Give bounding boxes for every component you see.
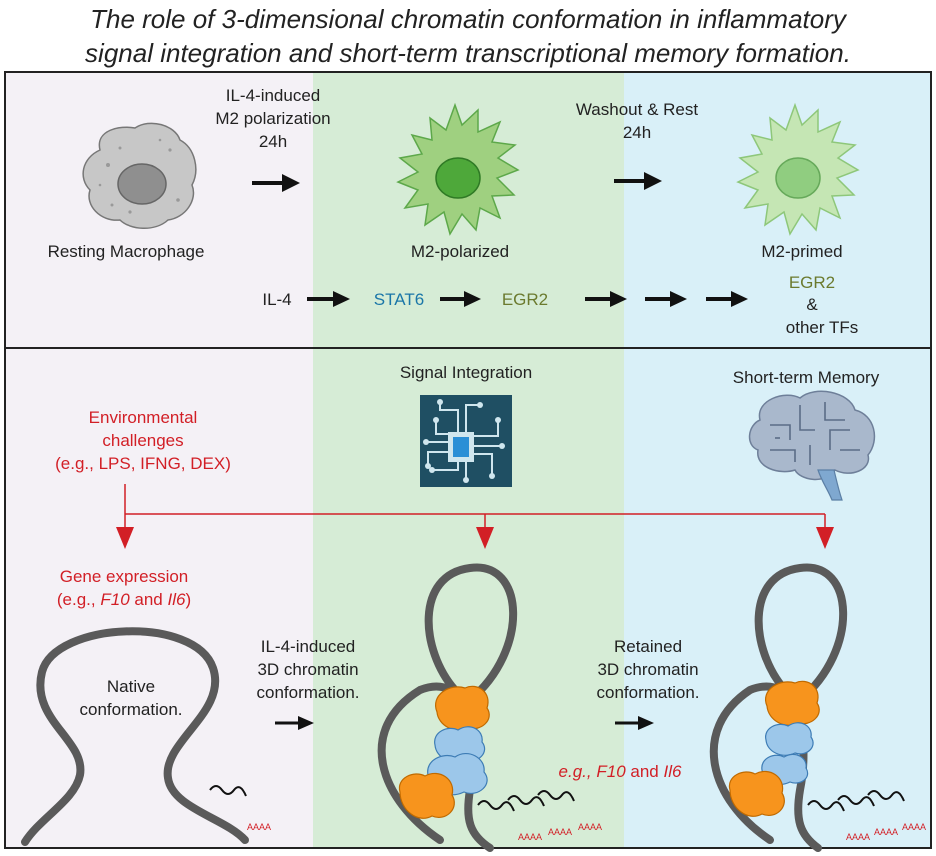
step1-line-2: M2 polarization: [215, 109, 330, 128]
native-label-line-2: conformation.: [80, 700, 183, 719]
il4-3d-arrow: [275, 716, 314, 730]
primed-egr2: EGR2: [789, 273, 835, 292]
challenge-arrowhead-middle: [476, 527, 494, 549]
env-challenges-line-1: Environmental: [89, 408, 198, 427]
step1-line-1: IL-4-induced: [226, 86, 321, 105]
challenge-arrowhead-left: [116, 527, 134, 549]
retained-chromatin-structure: [709, 563, 848, 852]
induced-mrna-2: [507, 795, 545, 807]
gene-expression-middle: and: [130, 590, 168, 609]
induced-mrna-3: [537, 790, 575, 802]
retained-mrna-3: [867, 790, 905, 802]
title-line-1: The role of 3-dimensional chromatin conf…: [90, 4, 846, 34]
step2-line-1: Washout & Rest: [576, 100, 698, 119]
eg-genes-gene1: F10: [596, 762, 626, 781]
step1-line-3: 24h: [259, 132, 287, 151]
pathway-egr2: EGR2: [502, 290, 548, 309]
pathway-stat6: STAT6: [374, 290, 424, 309]
retained-3d-line-3: conformation.: [597, 683, 700, 702]
m2-primed-cell-icon: [736, 102, 860, 236]
pathway-arrow-4: [645, 291, 687, 307]
retained-mrna-2: [837, 795, 875, 807]
m2-polarized-cell-icon: [396, 102, 520, 236]
native-mrna-squiggle: [209, 785, 247, 797]
short-term-memory-label: Short-term Memory: [733, 368, 880, 387]
eg-genes-gene2: Il6: [663, 762, 682, 781]
induced-chromatin-structure: [377, 563, 518, 852]
gene-expression-prefix: (e.g.,: [57, 590, 100, 609]
primed-amp: &: [806, 295, 818, 314]
m2-polarized-label: M2-polarized: [411, 242, 509, 261]
resting-macrophage-icon: [82, 122, 197, 229]
induced-polya-2: AAAA: [548, 827, 572, 837]
figure-title: The role of 3-dimensional chromatin conf…: [0, 2, 936, 70]
pathway-il4: IL-4: [262, 290, 291, 309]
resting-macrophage-label: Resting Macrophage: [48, 242, 205, 261]
gene-expression-gene2: Il6: [167, 590, 186, 609]
step2-arrow: [614, 172, 662, 190]
native-chromatin-loop: [21, 627, 249, 846]
pathway-arrow-1: [307, 291, 350, 307]
il4-3d-line-2: 3D chromatin: [257, 660, 358, 679]
signal-integration-label: Signal Integration: [400, 363, 532, 382]
native-polya: AAAA: [247, 822, 271, 832]
step1-arrow: [252, 174, 300, 192]
eg-genes-prefix: e.g.,: [559, 762, 597, 781]
induced-mrna-1: [477, 800, 515, 812]
pathway-arrow-2: [440, 291, 481, 307]
step2-line-2: 24h: [623, 123, 651, 142]
brain-icon: [748, 390, 876, 501]
gene-expression-suffix: ): [185, 590, 191, 609]
env-challenges-line-3: (e.g., LPS, IFNG, DEX): [55, 454, 231, 473]
retained-3d-line-1: Retained: [614, 637, 682, 656]
retained-3d-line-2: 3D chromatin: [597, 660, 698, 679]
m2-primed-label: M2-primed: [761, 242, 842, 261]
primed-other-tfs: other TFs: [786, 318, 858, 337]
bottom-panel-border: [4, 347, 932, 849]
challenge-arrowhead-right: [816, 527, 834, 549]
gene-expression-line-2: (e.g., F10 and Il6): [57, 590, 191, 609]
pathway-arrow-5: [706, 291, 748, 307]
retained-mrna-1: [807, 800, 845, 812]
retained-polya-3: AAAA: [902, 822, 926, 832]
induced-polya-3: AAAA: [578, 822, 602, 832]
il4-3d-line-3: conformation.: [257, 683, 360, 702]
retained-3d-arrow: [615, 716, 654, 730]
induced-polya-1: AAAA: [518, 832, 542, 842]
eg-genes-middle: and: [626, 762, 664, 781]
gene-expression-line-1: Gene expression: [60, 567, 189, 586]
native-label-line-1: Native: [107, 677, 155, 696]
title-line-2: signal integration and short-term transc…: [85, 38, 851, 68]
pathway-arrow-3: [585, 291, 627, 307]
gene-expression-gene1: F10: [100, 590, 130, 609]
eg-genes-label: e.g., F10 and Il6: [559, 762, 682, 781]
retained-polya-2: AAAA: [874, 827, 898, 837]
retained-polya-1: AAAA: [846, 832, 870, 842]
il4-3d-line-1: IL-4-induced: [261, 637, 356, 656]
circuit-chip-icon: [420, 395, 512, 487]
env-challenges-line-2: challenges: [102, 431, 183, 450]
